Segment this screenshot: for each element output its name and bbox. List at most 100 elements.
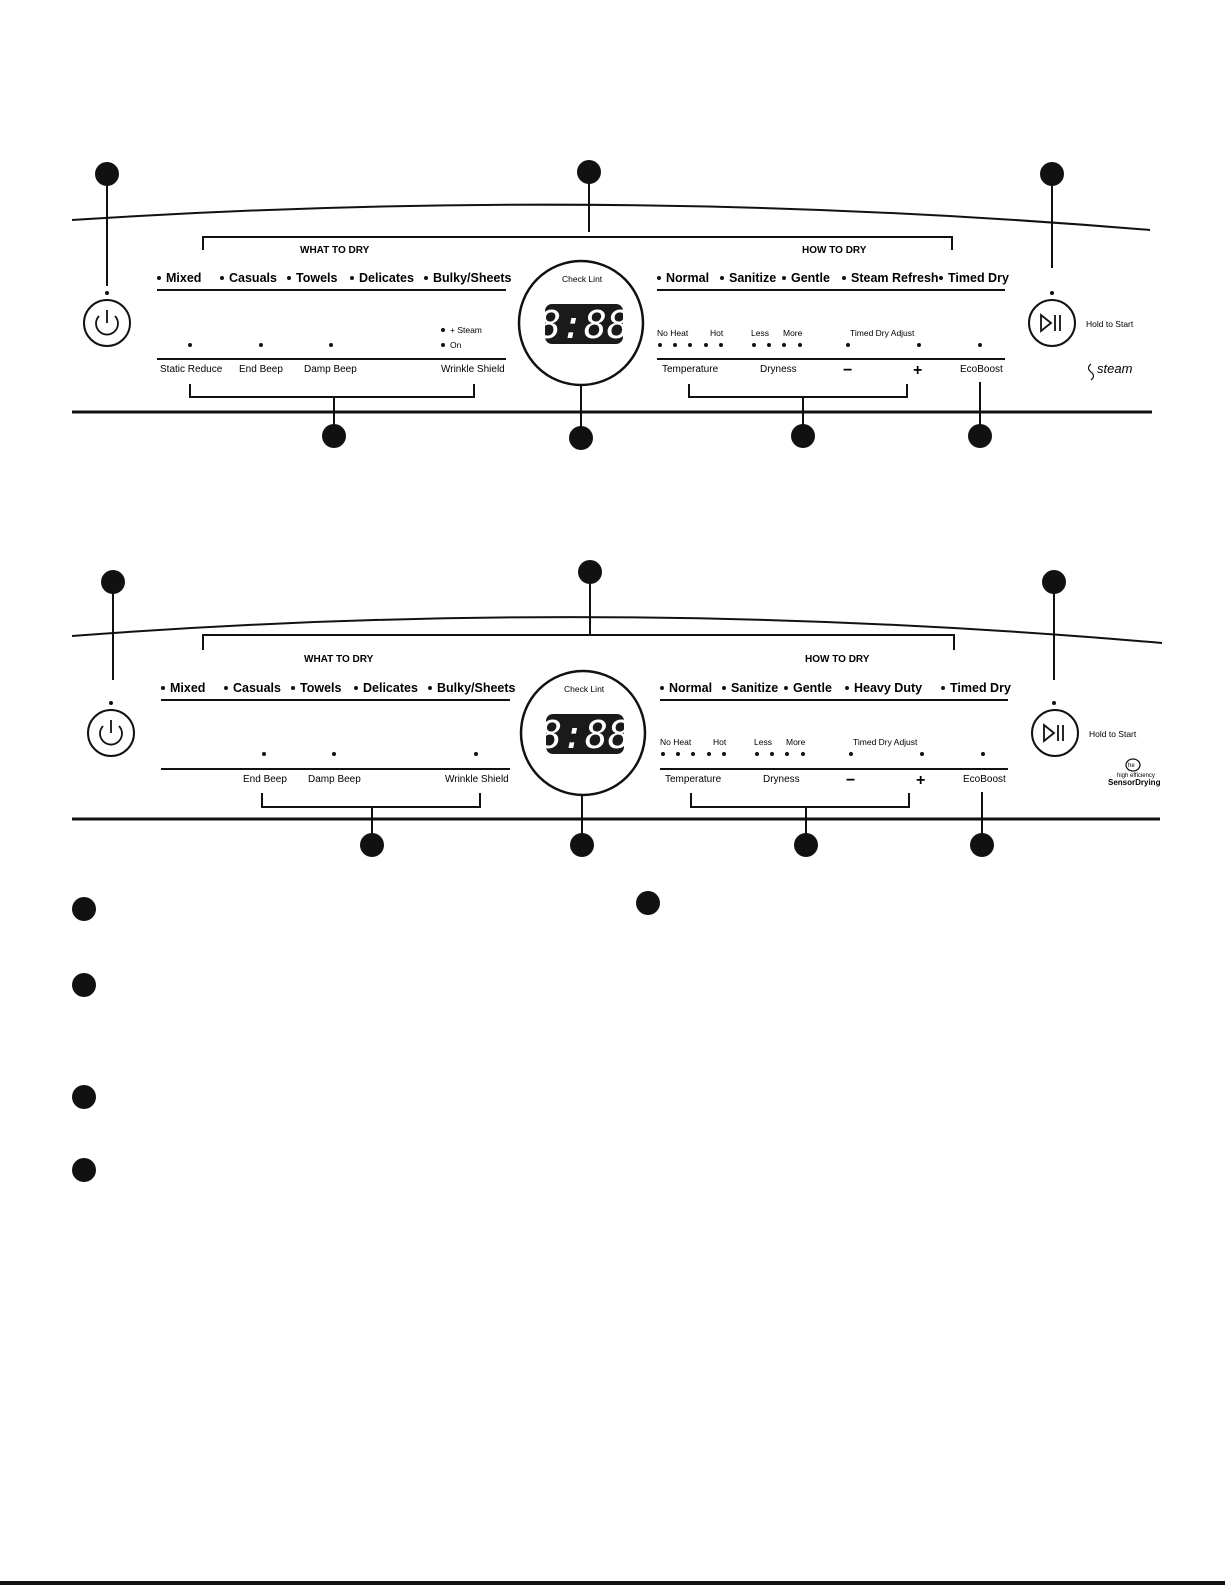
cycle-delicates[interactable]: Delicates [363, 681, 418, 695]
cycle-normal[interactable]: Normal [669, 681, 712, 695]
how-to-dry-cycles: Normal Sanitize Gentle Heavy Duty Timed … [660, 681, 1011, 701]
what-to-dry-heading: WHAT TO DRY [300, 245, 370, 256]
how-to-dry-heading: HOW TO DRY [805, 654, 870, 665]
option-wrinkle-shield[interactable]: Wrinkle Shield [441, 364, 505, 375]
dryness-level-dots [752, 343, 802, 347]
cycle-indicator-dot [941, 686, 945, 690]
dryness-level-dot [801, 752, 805, 756]
cycle-indicator-dot [287, 276, 291, 280]
options-bracket [189, 384, 475, 398]
cycle-delicates[interactable]: Delicates [359, 271, 414, 285]
cycle-steam-refresh[interactable]: Steam Refresh [851, 271, 939, 285]
temperature-low-label: No Heat [657, 328, 689, 338]
dryness-level-dot [755, 752, 759, 756]
option-indicator-dot [262, 752, 266, 756]
legend-marker [72, 973, 96, 997]
dryness-button[interactable]: Dryness [763, 774, 800, 785]
dryness-level-dot [752, 343, 756, 347]
minus-button[interactable]: − [843, 362, 852, 379]
option-indicator-dot [917, 343, 921, 347]
time-display [545, 304, 623, 344]
cycle-mixed[interactable]: Mixed [170, 681, 205, 695]
cycle-indicator-dot [784, 686, 788, 690]
cycle-sanitize[interactable]: Sanitize [731, 681, 778, 695]
cycle-bulky-sheets[interactable]: Bulky/Sheets [437, 681, 516, 695]
cycle-bracket [202, 634, 955, 650]
cycle-mixed[interactable]: Mixed [166, 271, 201, 285]
plus-button[interactable]: + [913, 362, 922, 379]
cycle-indicator-dot [424, 276, 428, 280]
option-static-reduce[interactable]: Static Reduce [160, 364, 223, 375]
dryness-low-label: Less [754, 737, 772, 747]
temperature-level-dot [704, 343, 708, 347]
check-lint-label: Check Lint [564, 684, 605, 694]
cycle-indicator-dot [842, 276, 846, 280]
dryness-button[interactable]: Dryness [760, 364, 797, 375]
legend-marker [72, 897, 96, 921]
page-bottom-border [0, 1581, 1225, 1585]
legend-markers [72, 891, 660, 1182]
cycle-gentle[interactable]: Gentle [793, 681, 832, 695]
option-wrinkle-shield[interactable]: Wrinkle Shield [445, 774, 509, 785]
cycle-sanitize[interactable]: Sanitize [729, 271, 776, 285]
temperature-button[interactable]: Temperature [665, 774, 722, 785]
how-to-dry-heading: HOW TO DRY [802, 245, 867, 256]
temperature-button[interactable]: Temperature [662, 364, 719, 375]
dryness-level-dot [767, 343, 771, 347]
legend-marker [72, 1158, 96, 1182]
option-indicator-dot [188, 343, 192, 347]
dryness-level-dot [785, 752, 789, 756]
temperature-level-dot [688, 343, 692, 347]
what-to-dry-cycles: Mixed Casuals Towels Delicates Bulky/She… [157, 271, 512, 291]
steam-logo-swirl [1087, 363, 1095, 381]
what-to-dry-cycles: Mixed Casuals Towels Delicates Bulky/She… [161, 681, 516, 701]
cycle-bulky-sheets[interactable]: Bulky/Sheets [433, 271, 512, 285]
option-indicator-dot [329, 343, 333, 347]
cycle-gentle[interactable]: Gentle [791, 271, 830, 285]
timed-dry-adjust-label: Timed Dry Adjust [850, 328, 915, 338]
option-indicator-dot [441, 328, 445, 332]
cycle-casuals[interactable]: Casuals [229, 271, 277, 285]
cycle-normal[interactable]: Normal [666, 271, 709, 285]
cycle-indicator-dot [220, 276, 224, 280]
time-display-digits: 8:88 [538, 303, 630, 347]
option-damp-beep[interactable]: Damp Beep [308, 774, 361, 785]
option-indicator-dot [846, 343, 850, 347]
cycle-indicator-dot [720, 276, 724, 280]
cycle-indicator-dot [428, 686, 432, 690]
cycle-heavy-duty[interactable]: Heavy Duty [854, 681, 922, 695]
on-indicator-label: On [450, 340, 462, 350]
temperature-high-label: Hot [713, 737, 727, 747]
temperature-level-dot [658, 343, 662, 347]
legend-marker [72, 1085, 96, 1109]
he-badge-icon [1125, 758, 1141, 772]
option-indicator-dot [981, 752, 985, 756]
sensor-drying-text: SensorDrying [1108, 778, 1161, 787]
cycle-indicator-dot [161, 686, 165, 690]
control-panel-2: WHAT TO DRY HOW TO DRY Mixed Casuals Tow… [71, 560, 1163, 857]
option-end-beep[interactable]: End Beep [243, 774, 287, 785]
ecoboost-button[interactable]: EcoBoost [963, 774, 1006, 785]
cycle-indicator-dot [157, 276, 161, 280]
legend-marker [636, 891, 660, 915]
cycle-timed-dry[interactable]: Timed Dry [950, 681, 1011, 695]
cycle-bracket [202, 236, 953, 250]
cycle-indicator-dot [350, 276, 354, 280]
cycle-towels[interactable]: Towels [296, 271, 337, 285]
option-end-beep[interactable]: End Beep [239, 364, 283, 375]
start-indicator-dot [1052, 701, 1056, 705]
temperature-level-dot [661, 752, 665, 756]
cycle-towels[interactable]: Towels [300, 681, 341, 695]
cycle-casuals[interactable]: Casuals [233, 681, 281, 695]
dryness-high-label: More [786, 737, 806, 747]
cycle-indicator-dot [354, 686, 358, 690]
minus-button[interactable]: − [846, 772, 855, 789]
temperature-level-dot [691, 752, 695, 756]
ecoboost-button[interactable]: EcoBoost [960, 364, 1003, 375]
cycle-timed-dry[interactable]: Timed Dry [948, 271, 1009, 285]
option-damp-beep[interactable]: Damp Beep [304, 364, 357, 375]
dryness-level-dot [798, 343, 802, 347]
time-display-digits: 8:88 [539, 713, 631, 757]
he-sensor-drying-logo: he high efficiency SensorDrying [1108, 758, 1161, 787]
plus-button[interactable]: + [916, 772, 925, 789]
